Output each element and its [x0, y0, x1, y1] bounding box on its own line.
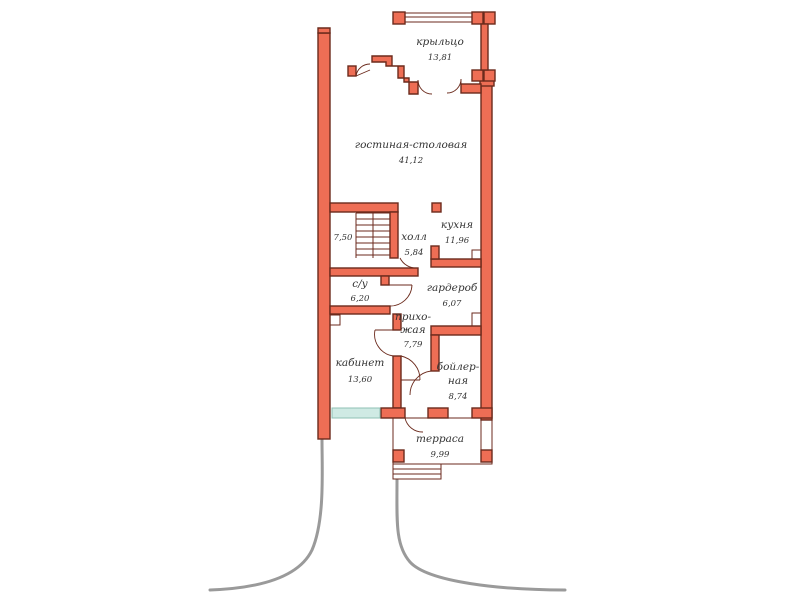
study-label: кабинет	[336, 357, 385, 369]
porch-post-se2	[483, 69, 496, 82]
wardrobe-area: 6,07	[443, 299, 463, 309]
wall-west	[317, 32, 331, 440]
boiler-label-line1: бойлер-	[437, 361, 480, 373]
bath-wall-right	[380, 275, 390, 286]
stairs-area: 7,50	[334, 233, 354, 243]
terrace-label: терраса	[416, 433, 464, 445]
garden-path-left	[208, 438, 324, 592]
stair-wall-top	[329, 202, 399, 213]
porch-post-ne1	[471, 11, 484, 25]
boiler-label-line2: ная	[448, 375, 468, 387]
door-study	[400, 355, 421, 381]
porch-wall-right	[460, 83, 482, 94]
living-label: гостиная-столовая	[355, 139, 467, 151]
terrace-post-sw	[392, 449, 405, 463]
stair-wall-right	[389, 211, 399, 259]
door-entrance	[374, 329, 394, 357]
terrace-steps	[392, 463, 442, 480]
study-area: 13,60	[348, 375, 373, 385]
boiler-wall-bottom	[427, 407, 449, 419]
porch-wall-stepped	[371, 55, 419, 95]
entrance-area: 7,79	[404, 340, 424, 350]
door-bathroom	[388, 284, 413, 307]
door-porch	[417, 78, 462, 95]
bathroom-label: с/у	[352, 278, 368, 290]
boiler-wall-top	[430, 325, 482, 336]
hall-label: холл	[401, 231, 427, 243]
terrace-area: 9,99	[431, 450, 451, 460]
bath-wall-top	[329, 267, 419, 277]
door-boiler	[409, 370, 432, 396]
study-window	[331, 407, 381, 419]
bath-wall-bottom	[329, 305, 391, 315]
entrance-label-line2: жая	[400, 324, 425, 336]
stair-steps	[355, 212, 390, 258]
terrace-post-ne	[480, 417, 493, 451]
wall-west-top	[317, 27, 331, 34]
east-corner-post	[471, 407, 493, 419]
living-area: 41,12	[398, 156, 423, 166]
bathroom-area: 6,20	[351, 294, 371, 304]
kitchen-wall-stub	[430, 245, 440, 260]
entrance-wall-right	[392, 355, 402, 409]
entrance-label-line1: прихо-	[395, 311, 431, 323]
kitchen-label: кухня	[441, 219, 473, 231]
porch-post-nw	[392, 11, 406, 25]
porch-post-se1	[471, 69, 484, 82]
wardrobe-label: гардероб	[427, 282, 478, 294]
door-hall	[399, 257, 419, 269]
boiler-wall-left	[430, 334, 440, 372]
porch-wall-left-stub	[347, 65, 357, 77]
kitchen-wall-bottom	[430, 258, 482, 268]
door-living-west	[355, 63, 371, 77]
kitchen-corner-post	[471, 249, 482, 260]
door-terrace	[404, 417, 424, 433]
boiler-area: 8,74	[449, 392, 468, 402]
garden-path-right	[395, 478, 567, 592]
boiler-corner-post	[471, 312, 482, 327]
entrance-wall-left	[392, 313, 402, 331]
bath-corner-post	[329, 314, 341, 326]
wall-east	[480, 83, 493, 421]
porch-label: крыльцо	[416, 36, 464, 48]
porch-rail-east	[480, 23, 489, 71]
study-wall-bottom	[380, 407, 406, 419]
terrace-post-se	[480, 449, 493, 463]
hall-area: 5,84	[405, 248, 424, 258]
porch-post-ne2	[483, 11, 496, 25]
kitchen-area: 11,96	[445, 236, 470, 246]
kitchen-column	[431, 202, 442, 213]
porch-area: 13,81	[428, 53, 452, 63]
